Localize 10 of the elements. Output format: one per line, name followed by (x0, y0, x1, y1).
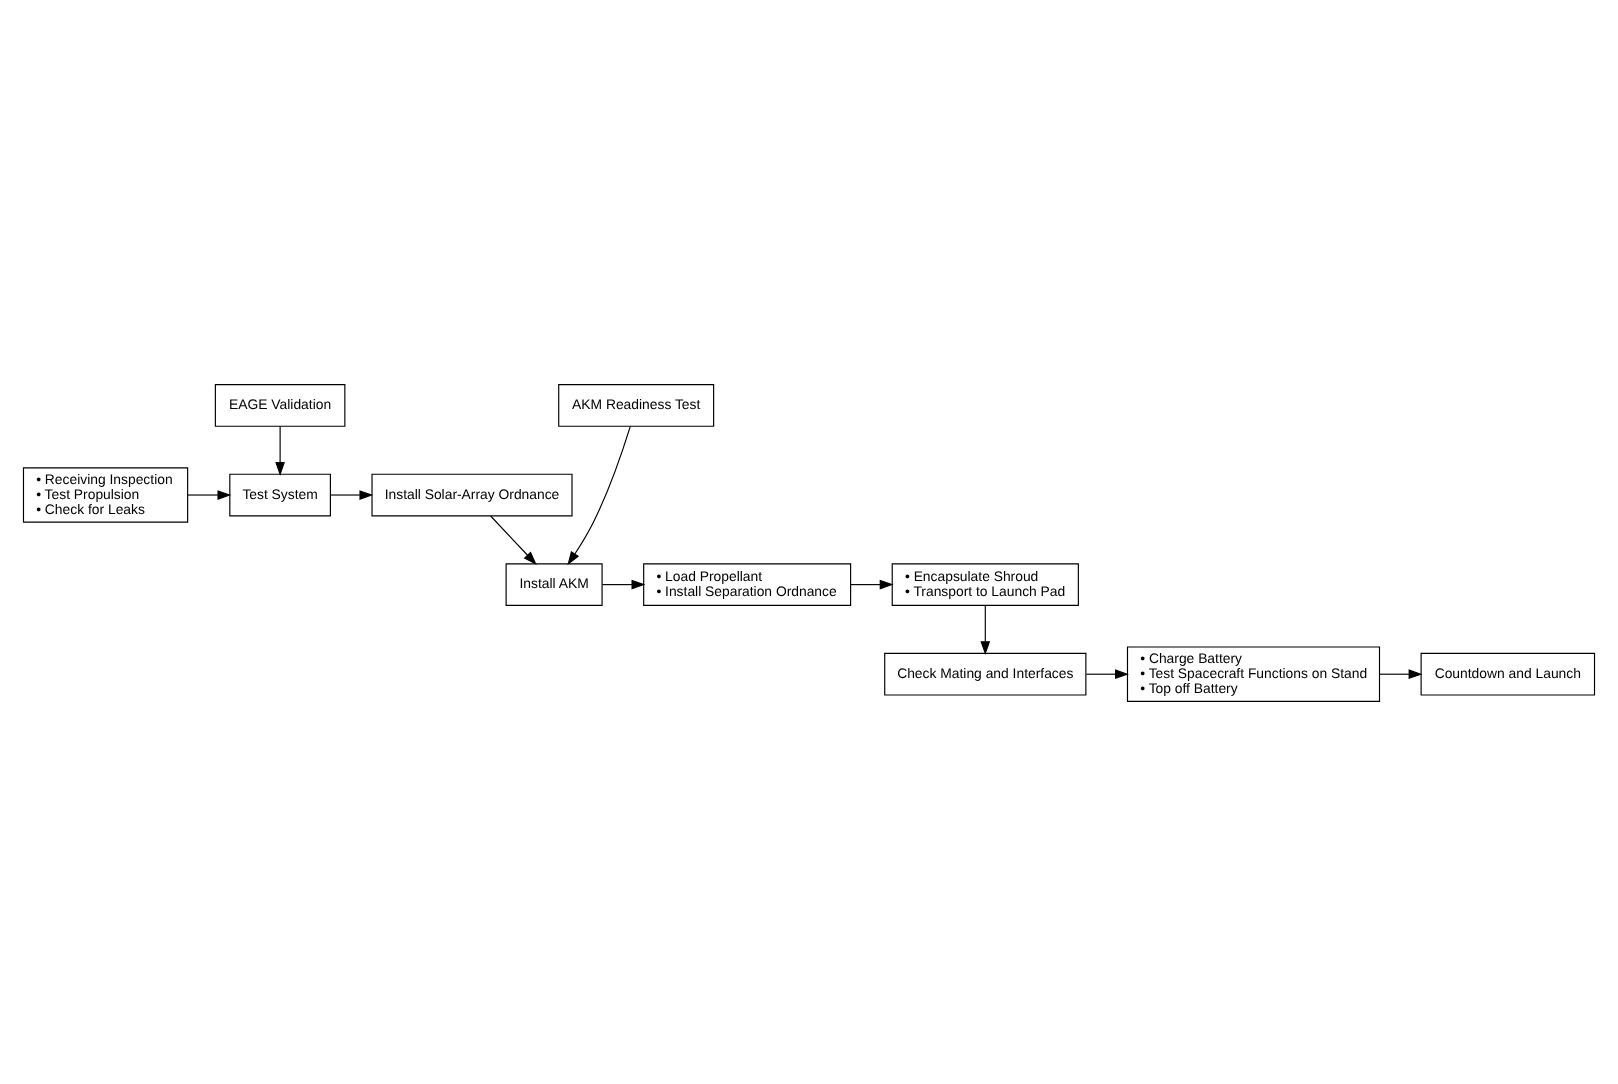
arrow (490, 514, 537, 564)
arrow (330, 489, 374, 499)
arrow (980, 604, 991, 655)
arrow (601, 578, 646, 589)
arrow (1085, 668, 1129, 679)
arrow (567, 424, 631, 565)
arrow (850, 578, 894, 589)
arrow (187, 489, 232, 499)
arrow (1379, 668, 1423, 679)
arrow (275, 424, 285, 475)
